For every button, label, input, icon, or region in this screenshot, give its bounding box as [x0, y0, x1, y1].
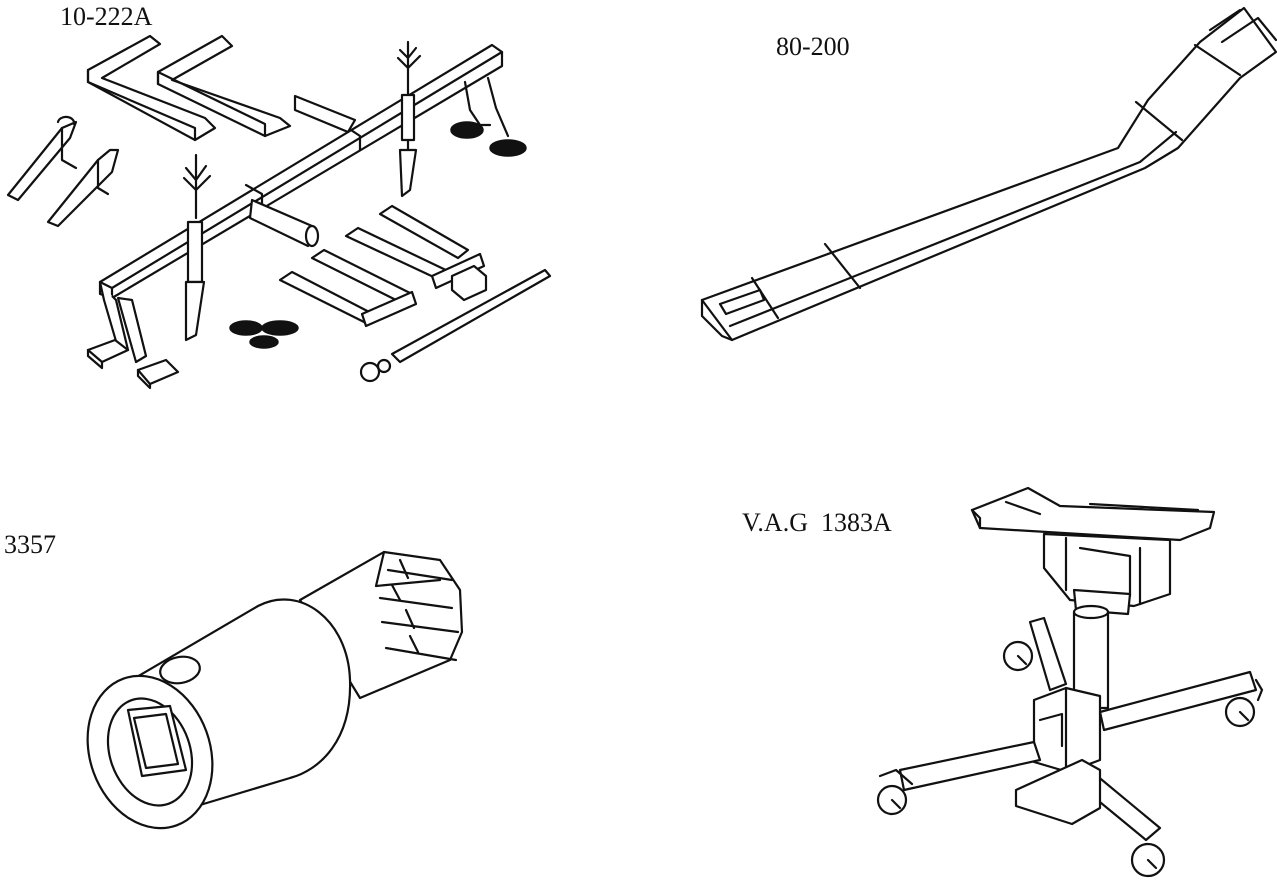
- tool-label-3357: 3357: [4, 530, 56, 559]
- tool-label-10-222a: 10-222A: [60, 2, 153, 31]
- engine-support-bridge-drawing: [6, 34, 552, 390]
- lever-tool-drawing: [700, 6, 1277, 342]
- socket-3357-drawing: [86, 550, 464, 830]
- tool-label-vag-1383a: V.A.G 1383A: [742, 508, 892, 537]
- transmission-jack-drawing: [876, 486, 1264, 878]
- tool-label-80-200: 80-200: [776, 32, 850, 61]
